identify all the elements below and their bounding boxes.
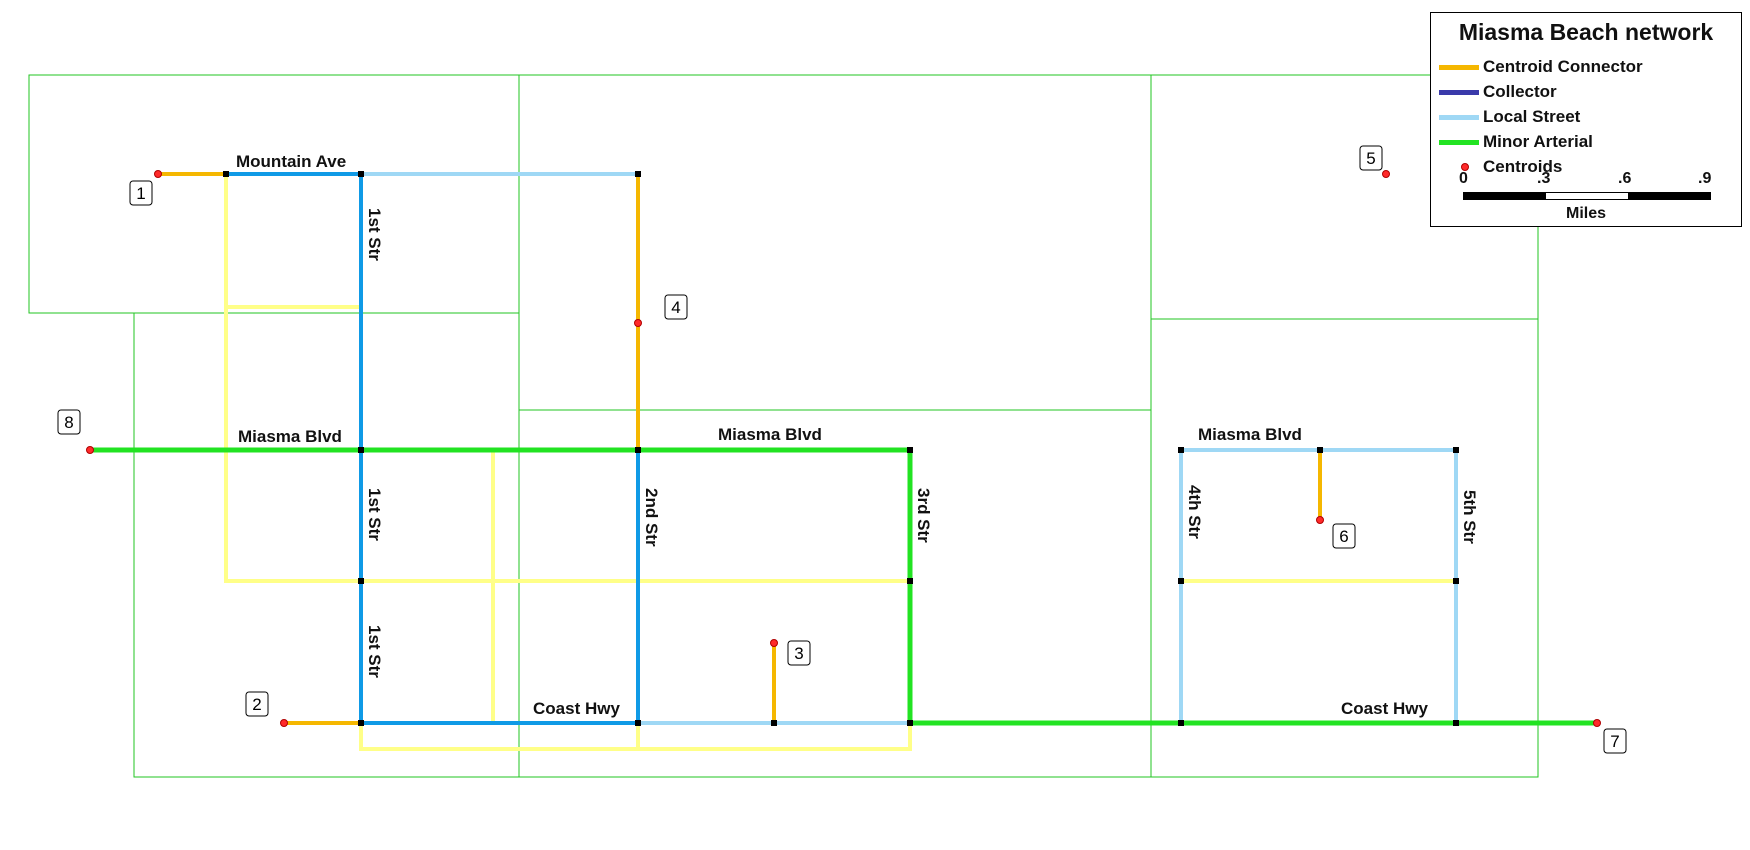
line-swatch-icon xyxy=(1439,114,1479,120)
centroid-label-2: 2 xyxy=(245,691,269,717)
centroid-label-text: 4 xyxy=(671,298,680,317)
legend-item-label: Centroids xyxy=(1483,157,1563,176)
line-swatch-icon xyxy=(1439,89,1479,95)
centroid-point xyxy=(280,719,288,727)
zone-boundaries xyxy=(28,74,1539,778)
line-swatch-icon xyxy=(1439,64,1479,70)
centroid-label-text: 1 xyxy=(136,184,145,203)
centroid-point xyxy=(1316,516,1324,524)
other-street xyxy=(224,172,363,583)
node xyxy=(358,171,364,177)
street-label-mountain-ave: Mountain Ave xyxy=(236,152,346,171)
node xyxy=(907,447,913,453)
street-label-coast-hwy-mid: Coast Hwy xyxy=(533,699,620,718)
centroid-point xyxy=(770,639,778,647)
street-label-1st-str-mid: 1st Str xyxy=(365,488,384,541)
legend-item-local-street: Local Street xyxy=(1439,106,1580,128)
centroid-label-8: 8 xyxy=(57,409,81,435)
legend-title: Miasma Beach network xyxy=(1458,19,1714,45)
nodes xyxy=(223,171,1459,726)
centroid-label-3: 3 xyxy=(787,640,811,666)
map-legend: Miasma Beach network Centroid Connector … xyxy=(1430,12,1742,227)
street-label-4th-str: 4th Str xyxy=(1185,485,1204,539)
street-label-1st-str-south: 1st Str xyxy=(365,625,384,678)
street-label-miasma-blvd-mid: Miasma Blvd xyxy=(718,425,822,444)
street-label-3rd-str: 3rd Str xyxy=(914,488,933,543)
legend-item-collector: Collector xyxy=(1439,81,1557,103)
node xyxy=(635,447,641,453)
centroid-point xyxy=(154,170,162,178)
scale-tick: 0 xyxy=(1459,170,1468,187)
other-street xyxy=(359,721,912,751)
line-swatch-icon xyxy=(1439,139,1479,145)
centroid-label-7: 7 xyxy=(1603,728,1627,754)
node xyxy=(1178,447,1184,453)
zone-boundary xyxy=(518,74,1152,411)
scale-bar xyxy=(1463,192,1711,200)
minor-arterials xyxy=(90,447,1597,726)
street-label-1st-str-north: 1st Str xyxy=(365,208,384,261)
centroid-label-4: 4 xyxy=(664,294,688,320)
node xyxy=(1317,447,1323,453)
centroid-connectors xyxy=(158,172,1322,725)
street-label-miasma-blvd-east: Miasma Blvd xyxy=(1198,425,1302,444)
node xyxy=(771,720,777,726)
point-symbol-icon xyxy=(1439,156,1479,178)
centroid-label-5: 5 xyxy=(1359,145,1383,171)
legend-item-centroids: Centroids xyxy=(1439,156,1562,178)
centroid-label-6: 6 xyxy=(1332,523,1356,549)
legend-item-label: Collector xyxy=(1483,82,1557,101)
zone-boundary xyxy=(1150,318,1539,778)
node xyxy=(1453,720,1459,726)
node xyxy=(635,171,641,177)
zone-boundary xyxy=(133,312,520,778)
centroid-point xyxy=(1593,719,1601,727)
centroid-label-text: 8 xyxy=(64,413,73,432)
other-streets xyxy=(224,172,1458,751)
centroid-label-text: 3 xyxy=(794,644,803,663)
scale-tick: .9 xyxy=(1698,170,1712,187)
zone-boundary xyxy=(28,74,520,314)
centroid-labels: 1 2 3 4 5 6 7 8 xyxy=(57,145,1627,754)
street-label-coast-hwy-east: Coast Hwy xyxy=(1341,699,1428,718)
node xyxy=(635,720,641,726)
centroid-label-1: 1 xyxy=(129,180,153,206)
node xyxy=(1453,578,1459,584)
node xyxy=(358,447,364,453)
centroid-label-text: 5 xyxy=(1366,149,1375,168)
node xyxy=(358,720,364,726)
legend-item-minor-arterial: Minor Arterial xyxy=(1439,131,1593,153)
node xyxy=(907,720,913,726)
centroid-label-text: 7 xyxy=(1610,732,1619,751)
node xyxy=(907,578,913,584)
scale-tick: .3 xyxy=(1537,170,1551,187)
street-label-2nd-str: 2nd Str xyxy=(642,488,661,547)
node xyxy=(1453,447,1459,453)
street-label-miasma-blvd-west: Miasma Blvd xyxy=(238,427,342,446)
node xyxy=(1178,578,1184,584)
scale-units: Miles xyxy=(1565,205,1606,222)
legend-item-centroid-connector: Centroid Connector xyxy=(1439,56,1643,78)
centroid-point xyxy=(86,446,94,454)
node xyxy=(358,578,364,584)
street-label-5th-str: 5th Str xyxy=(1460,490,1479,544)
legend-item-label: Minor Arterial xyxy=(1483,132,1593,151)
centroids xyxy=(86,170,1601,727)
scale-tick: .6 xyxy=(1618,170,1632,187)
legend-item-label: Local Street xyxy=(1483,107,1581,126)
centroid-point xyxy=(634,319,642,327)
node xyxy=(223,171,229,177)
centroid-label-text: 2 xyxy=(252,695,261,714)
centroid-label-text: 6 xyxy=(1339,527,1348,546)
node xyxy=(1178,720,1184,726)
street-labels: Mountain Ave Miasma Blvd Miasma Blvd Mia… xyxy=(236,152,1479,718)
legend-item-label: Centroid Connector xyxy=(1483,57,1643,76)
centroid-point xyxy=(1382,170,1390,178)
